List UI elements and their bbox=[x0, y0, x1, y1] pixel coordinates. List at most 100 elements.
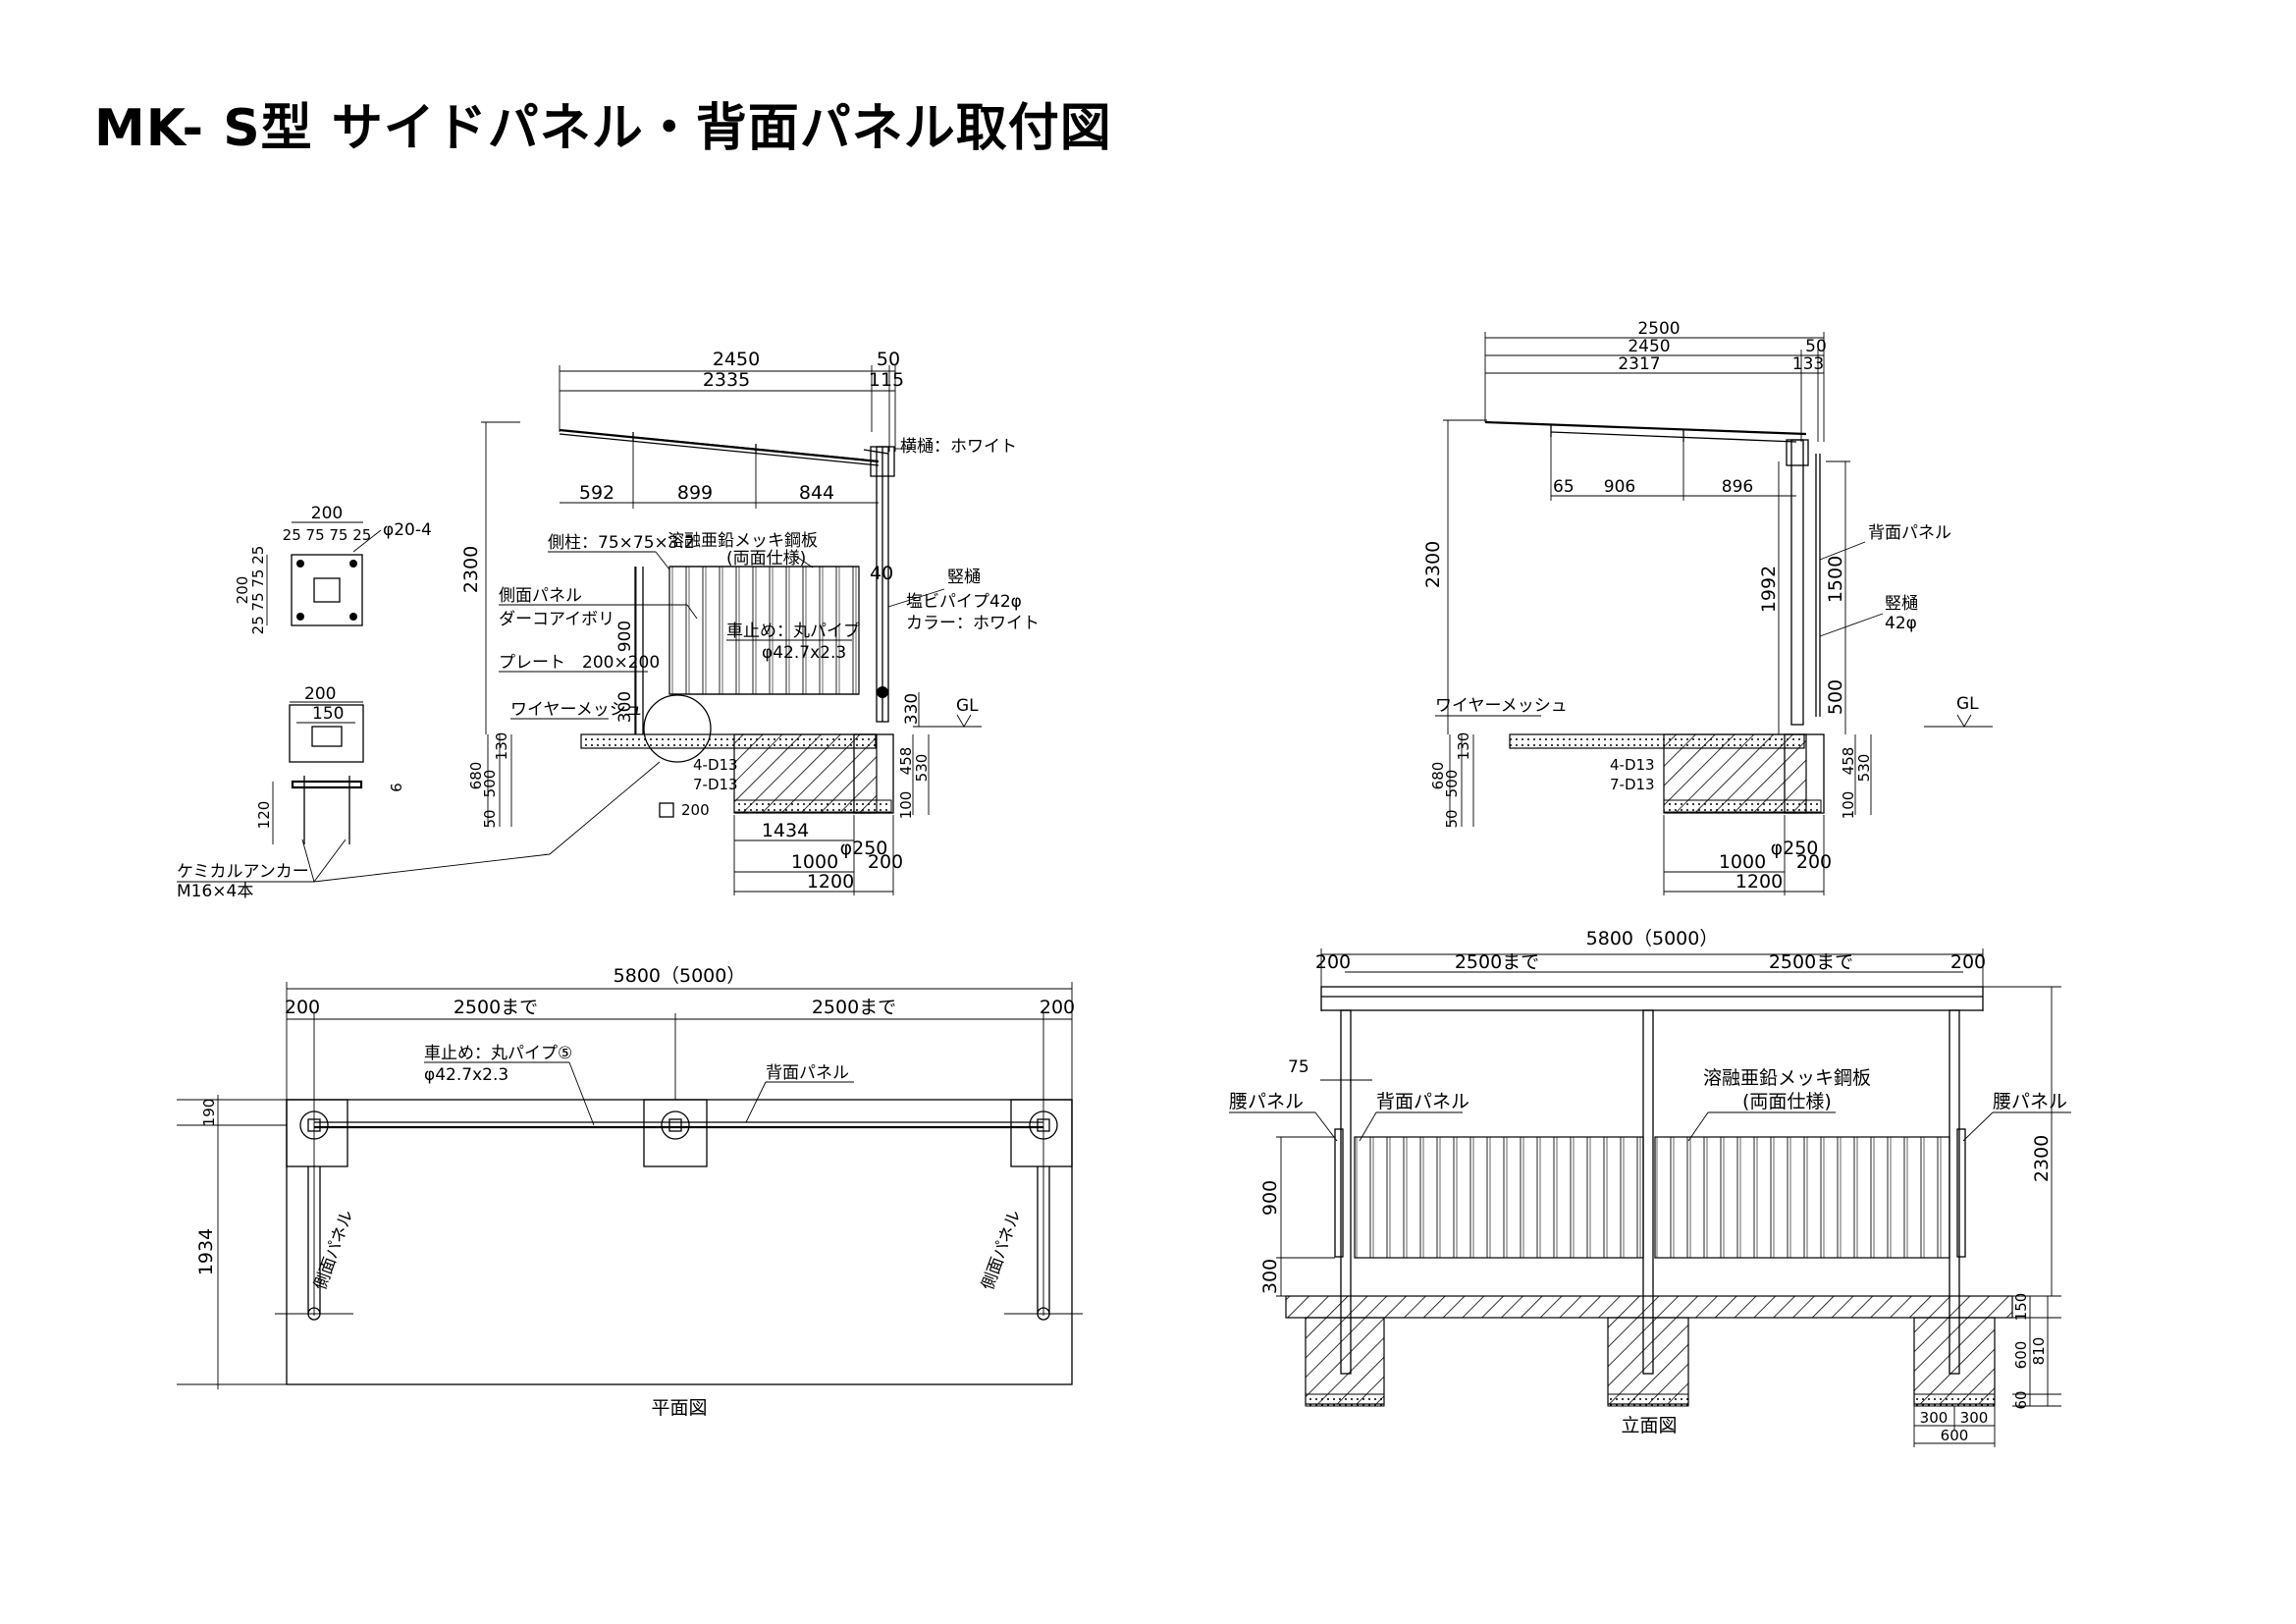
r-dim-130: 130 bbox=[1455, 732, 1472, 761]
rebar-4d13: 4-D13 bbox=[693, 756, 738, 774]
r-rebar-7d13: 7-D13 bbox=[1610, 776, 1655, 793]
gl-label: GL bbox=[956, 696, 979, 716]
elevation-view: 5800（5000） 200 2500まで 2500まで 200 75 腰パネル bbox=[1229, 928, 2071, 1447]
dim-530: 530 bbox=[913, 754, 931, 783]
downpipe-label: 竪樋 bbox=[947, 568, 981, 587]
elev-caption: 立面図 bbox=[1621, 1415, 1677, 1436]
elev-dim-span1: 2500まで bbox=[1455, 951, 1539, 973]
dim-1434: 1434 bbox=[762, 820, 809, 841]
r-dim-133: 133 bbox=[1792, 354, 1824, 374]
stopper-size-label: φ42.7x2.3 bbox=[762, 643, 846, 663]
r-dim-100: 100 bbox=[1840, 791, 1857, 820]
plate-dim-200v: 200 bbox=[234, 576, 251, 605]
plan-dim-200b: 200 bbox=[1040, 997, 1075, 1018]
r-dim-2500: 2500 bbox=[1637, 319, 1680, 339]
anchor-label: ケミカルアンカー bbox=[177, 862, 309, 882]
side-view-left: 2450 50 2335 115 592 899 844 2300 横樋：ホワイ… bbox=[460, 349, 1040, 895]
plate-dim-200: 200 bbox=[311, 504, 343, 523]
r-gl-label: GL bbox=[1956, 694, 1979, 714]
plate-dims-row: 25 75 75 25 bbox=[283, 526, 372, 544]
anchor-dim-120: 120 bbox=[255, 801, 273, 830]
plate-label: プレート 200×200 bbox=[499, 653, 660, 673]
plan-caption: 平面図 bbox=[651, 1397, 707, 1419]
dim-1000: 1000 bbox=[791, 851, 838, 873]
steel-label: 溶融亜鉛メッキ鋼板 bbox=[667, 531, 818, 551]
dim-50b: 50 bbox=[481, 809, 499, 828]
dim-500: 500 bbox=[481, 770, 499, 798]
dim-200-plate: 200 bbox=[681, 801, 710, 819]
plate-hole-label: φ20-4 bbox=[383, 520, 432, 540]
plan-side-panel-r: 側面パネル bbox=[978, 1208, 1025, 1293]
plate-dims-col: 25 75 75 25 bbox=[249, 546, 267, 635]
elev-dim-600b: 600 bbox=[1941, 1427, 1969, 1444]
dim-1200: 1200 bbox=[807, 871, 854, 893]
elev-dim-60: 60 bbox=[2012, 1390, 2030, 1409]
r-dim-2317: 2317 bbox=[1618, 354, 1660, 374]
elev-back-panel: 背面パネル bbox=[1376, 1091, 1469, 1112]
dim-2300: 2300 bbox=[460, 546, 482, 593]
plan-stopper-size: φ42.7x2.3 bbox=[424, 1065, 508, 1085]
plan-dim-total: 5800（5000） bbox=[614, 965, 746, 987]
dim-900: 900 bbox=[615, 621, 635, 652]
anchor-spec: M16×4本 bbox=[177, 882, 253, 901]
r-dim-1200: 1200 bbox=[1735, 871, 1783, 893]
dim-130: 130 bbox=[493, 732, 510, 761]
r-dim-200: 200 bbox=[1796, 851, 1832, 873]
r-dim-500b: 500 bbox=[1443, 770, 1461, 798]
elev-dim-2300: 2300 bbox=[2031, 1135, 2053, 1182]
r-dim-680: 680 bbox=[1429, 762, 1447, 790]
elev-dim-300: 300 bbox=[1259, 1259, 1281, 1294]
r-dim-458: 458 bbox=[1840, 747, 1857, 776]
elev-dim-810: 810 bbox=[2030, 1337, 2048, 1366]
r-back-panel-label: 背面パネル bbox=[1868, 523, 1951, 543]
elev-dim-300a: 300 bbox=[1920, 1409, 1949, 1427]
anchor-dim-150: 150 bbox=[312, 704, 344, 724]
dim-2335: 2335 bbox=[703, 369, 750, 391]
side-view-right: 2500 2450 50 2317 133 65 906 896 2300 19… bbox=[1422, 319, 1993, 895]
elev-waist-l: 腰パネル bbox=[1229, 1091, 1304, 1112]
r-dim-530: 530 bbox=[1855, 754, 1873, 783]
dim-680: 680 bbox=[467, 762, 485, 790]
downpipe-color: カラー：ホワイト bbox=[906, 614, 1040, 633]
plan-dim-span2: 2500まで bbox=[812, 997, 896, 1018]
rebar-7d13: 7-D13 bbox=[693, 776, 738, 793]
dim-844: 844 bbox=[799, 482, 834, 504]
r-dim-1992: 1992 bbox=[1758, 566, 1780, 613]
r-dim-65: 65 bbox=[1553, 477, 1575, 497]
r-dim-2300: 2300 bbox=[1422, 541, 1444, 588]
elev-dim-900: 900 bbox=[1259, 1180, 1281, 1216]
side-panel-label: 側面パネル bbox=[499, 586, 582, 606]
elev-steel-sub: (両面仕様) bbox=[1742, 1091, 1832, 1112]
elev-steel: 溶融亜鉛メッキ鋼板 bbox=[1703, 1067, 1871, 1089]
r-wire-label: ワイヤーメッシュ bbox=[1435, 696, 1568, 716]
anchor-dim-200: 200 bbox=[304, 684, 336, 704]
r-downpipe-label: 竪樋 bbox=[1885, 594, 1918, 614]
r-dim-50b: 50 bbox=[1443, 809, 1461, 828]
r-dim-1000: 1000 bbox=[1719, 851, 1766, 873]
r-dim-500: 500 bbox=[1825, 679, 1846, 715]
dim-40: 40 bbox=[870, 563, 893, 584]
r-dim-1500: 1500 bbox=[1825, 556, 1846, 603]
r-downpipe-spec: 42φ bbox=[1885, 614, 1917, 633]
r-dim-50: 50 bbox=[1805, 337, 1827, 356]
page-title: MK- S型 サイドパネル・背面パネル取付図 bbox=[94, 99, 1112, 158]
r-dim-906: 906 bbox=[1604, 477, 1635, 497]
dim-phi250: φ250 bbox=[840, 838, 888, 859]
dim-300: 300 bbox=[615, 691, 635, 723]
plan-dim-1934: 1934 bbox=[195, 1228, 217, 1275]
dim-50: 50 bbox=[877, 349, 900, 370]
plate-detail: 200 25 75 75 25 φ20-4 200 25 75 75 25 20… bbox=[177, 504, 661, 901]
r-dim-896: 896 bbox=[1722, 477, 1753, 497]
stopper-label: 車止め：丸パイプ bbox=[726, 622, 860, 641]
plan-view: 5800（5000） 200 2500まで 2500まで 200 190 193… bbox=[177, 965, 1083, 1419]
elev-dim-200b: 200 bbox=[1950, 951, 1986, 973]
elev-dim-600: 600 bbox=[2012, 1341, 2030, 1370]
elev-dim-150: 150 bbox=[2012, 1293, 2030, 1322]
plan-dim-span1: 2500まで bbox=[454, 997, 538, 1018]
elev-waist-r: 腰パネル bbox=[1993, 1091, 2067, 1112]
plan-side-panel-l: 側面パネル bbox=[310, 1208, 357, 1293]
plan-dim-200a: 200 bbox=[285, 997, 320, 1018]
elev-dim-200a: 200 bbox=[1315, 951, 1351, 973]
downpipe-spec: 塩ビパイプ42φ bbox=[906, 592, 1022, 612]
